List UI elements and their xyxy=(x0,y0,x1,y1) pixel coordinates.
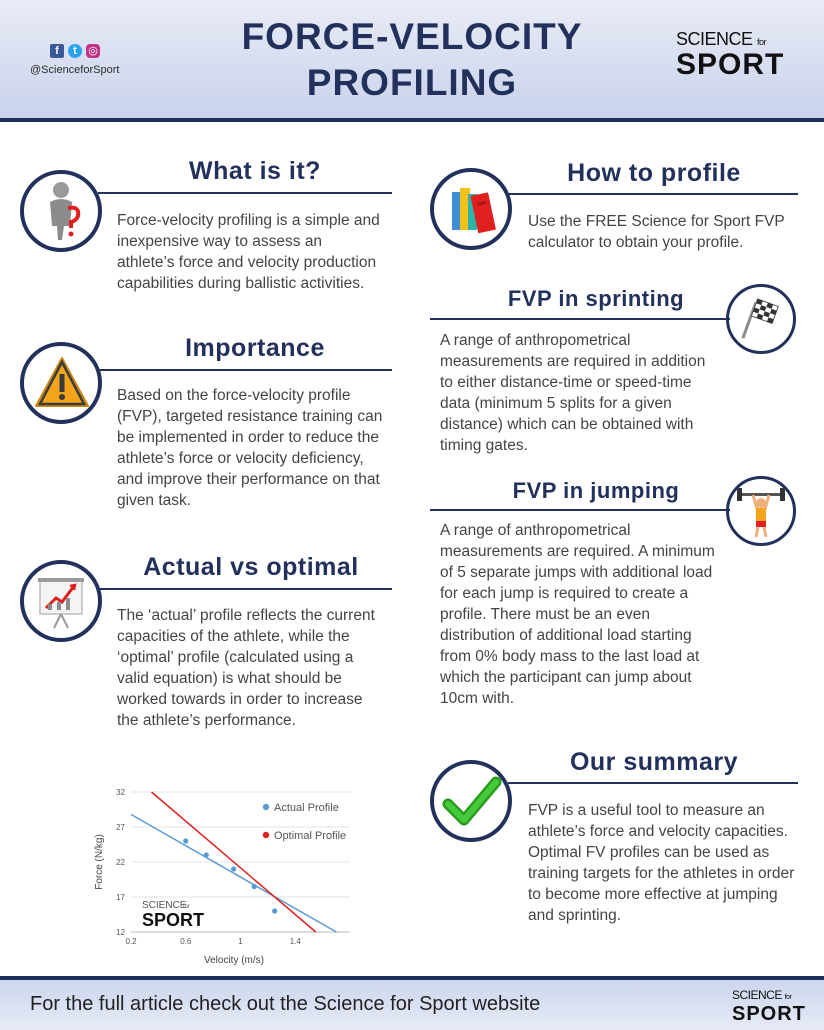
science-for-sport-logo: SCIENCE for SPORT xyxy=(676,29,785,81)
legend-marker xyxy=(262,803,270,811)
footer-text[interactable]: For the full article check out the Scien… xyxy=(30,993,541,1015)
data-point-actual xyxy=(231,866,237,872)
importance-title: Importance xyxy=(185,334,325,362)
what-is-it-title: What is it? xyxy=(189,157,321,185)
footer-logo-sport: SPORT xyxy=(732,1003,806,1025)
actual-vs-optimal-rule xyxy=(98,588,392,590)
y-axis-label: Force (N/kg) xyxy=(94,834,105,890)
warning-icon xyxy=(20,342,102,424)
fvp-jumping-title: FVP in jumping xyxy=(512,478,680,503)
fvp-sprinting-body: A range of anthropometrical measurements… xyxy=(440,332,706,454)
y-tick-label: 27 xyxy=(116,823,125,832)
logo-for: for xyxy=(757,37,767,47)
checkered-flag-icon xyxy=(726,284,796,354)
x-tick-label: 1.4 xyxy=(290,937,302,946)
x-tick-label: 0.2 xyxy=(125,937,137,946)
chart-watermark-sport: SPORT xyxy=(142,910,204,930)
x-tick-label: 0.6 xyxy=(180,937,192,946)
importance-body: Based on the force-velocity profile (FVP… xyxy=(117,387,383,509)
y-tick-label: 22 xyxy=(116,858,125,867)
data-point-actual xyxy=(272,908,278,914)
series-line-optimal xyxy=(151,791,317,933)
footer-logo-for: for xyxy=(784,994,792,1001)
header-divider xyxy=(0,118,824,122)
actual-vs-optimal-body: The ‘actual’ profile reflects the curren… xyxy=(117,607,375,729)
data-point-actual xyxy=(183,838,189,844)
books-icon xyxy=(430,168,512,250)
fvp-sprinting-rule xyxy=(430,318,730,320)
our-summary-title: Our summary xyxy=(569,748,739,776)
how-to-profile-rule xyxy=(508,193,798,195)
data-point-actual xyxy=(251,883,257,890)
facebook-icon[interactable]: f xyxy=(50,44,64,58)
legend-label: Actual Profile xyxy=(274,802,339,814)
instagram-icon[interactable]: ◎ xyxy=(86,44,100,58)
social-handle: @ScienceforSport xyxy=(30,64,120,76)
x-tick-label: 1 xyxy=(238,937,243,946)
injured-figure-icon xyxy=(20,170,102,252)
header-banner xyxy=(0,0,824,120)
footer-banner: For the full article check out the Scien… xyxy=(0,980,824,1030)
fvp-jumping-rule xyxy=(430,509,730,511)
chart-watermark-for: for xyxy=(183,904,190,910)
footer-logo: SCIENCE for SPORT xyxy=(732,989,806,1024)
what-is-it-rule xyxy=(98,192,392,194)
logo-sport: SPORT xyxy=(676,48,785,81)
title-line-2: PROFILING xyxy=(306,62,518,103)
our-summary-rule xyxy=(508,782,798,784)
weightlifter-icon xyxy=(726,476,796,546)
chart-watermark-science: SCIENCE xyxy=(142,900,187,911)
how-to-profile-title: How to profile xyxy=(567,159,741,187)
page-title: FORCE-VELOCITY PROFILING xyxy=(180,14,644,106)
y-tick-label: 32 xyxy=(116,788,125,797)
y-tick-label: 12 xyxy=(116,928,125,937)
logo-science: SCIENCE xyxy=(676,29,753,49)
actual-vs-optimal-title: Actual vs optimal xyxy=(143,553,359,581)
importance-rule xyxy=(98,369,392,371)
data-point-actual xyxy=(203,852,209,858)
title-line-1: FORCE-VELOCITY xyxy=(241,16,583,57)
social-block: f t ◎ @ScienceforSport xyxy=(30,44,140,76)
legend-label: Optimal Profile xyxy=(274,830,346,842)
legend-marker xyxy=(262,831,270,839)
our-summary-body: FVP is a useful tool to measure an athle… xyxy=(528,802,795,924)
how-to-profile-body: Use the FREE Science for Sport FVP calcu… xyxy=(528,213,785,251)
fvp-jumping-body: A range of anthropometrical measurements… xyxy=(440,522,715,707)
series-line-actual xyxy=(130,813,337,933)
fvp-sprinting-title: FVP in sprinting xyxy=(507,286,685,311)
presentation-chart-icon xyxy=(20,560,102,642)
checkmark-icon xyxy=(430,760,512,842)
y-tick-label: 17 xyxy=(116,893,125,902)
footer-logo-science: SCIENCE xyxy=(732,988,782,1002)
what-is-it-body: Force-velocity profiling is a simple and… xyxy=(117,212,380,292)
x-axis-label: Velocity (m/s) xyxy=(204,955,264,966)
footer-divider xyxy=(0,976,824,980)
twitter-icon[interactable]: t xyxy=(68,44,82,58)
